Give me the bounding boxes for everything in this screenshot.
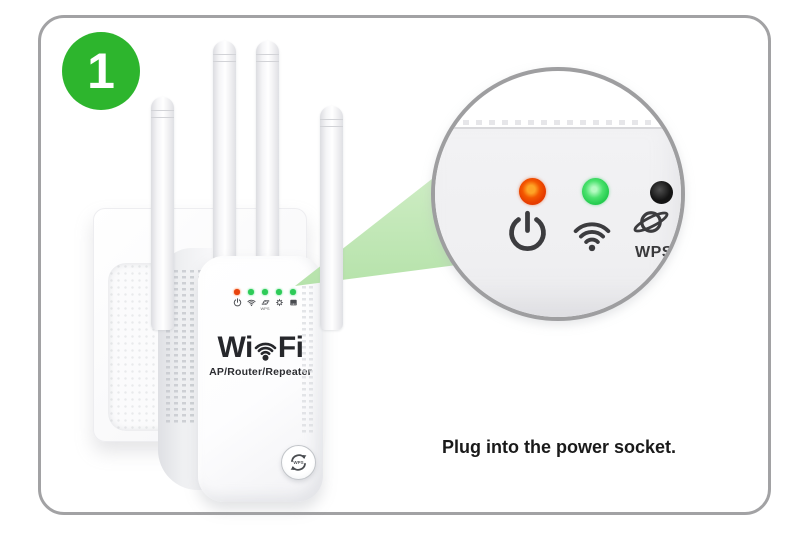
wps-led-dot xyxy=(262,289,268,295)
wps-button-label: WPS xyxy=(293,460,304,465)
antenna-left xyxy=(151,97,174,330)
led-power xyxy=(232,289,242,311)
wps-micro-label: WPS xyxy=(260,305,270,311)
power-led-dot xyxy=(234,289,240,295)
step-badge: 1 xyxy=(62,32,140,110)
wifi-icon xyxy=(567,218,617,252)
led-wifi xyxy=(246,289,256,311)
wifi-arcs-icon xyxy=(254,333,277,364)
wps-button: WPS xyxy=(281,445,316,480)
led-lan xyxy=(288,289,298,311)
antenna-mid-left xyxy=(213,41,236,275)
wifi-icon xyxy=(247,298,256,307)
wifi-logo-subtitle: AP/Router/Repeater xyxy=(209,366,312,378)
wifi-led-closeup xyxy=(582,178,609,205)
side-vent-strip xyxy=(302,286,316,436)
device-edge-ticks xyxy=(463,120,653,125)
antenna-ring xyxy=(320,119,343,127)
wifi-logo-prefix: Wi xyxy=(217,331,253,364)
led-internet xyxy=(274,289,284,311)
power-icon xyxy=(233,298,242,307)
wifi-led-dot xyxy=(248,289,254,295)
antenna-ring xyxy=(256,54,279,62)
step-number: 1 xyxy=(87,43,115,99)
led-panel: WPS xyxy=(232,289,298,311)
wifi-logo: Wi Fi AP/Router/Repeater xyxy=(198,331,323,379)
gear-icon xyxy=(275,298,284,307)
ethernet-icon xyxy=(289,298,298,307)
wps-label: WPS xyxy=(635,244,673,261)
wifi-logo-row: Wi Fi xyxy=(217,331,304,364)
wifi-logo-suffix: Fi xyxy=(277,331,304,364)
zoom-callout-circle: WPS xyxy=(431,67,685,321)
power-icon xyxy=(505,210,550,254)
internet-led-dot xyxy=(276,289,282,295)
lan-led-dot xyxy=(290,289,296,295)
antenna-right xyxy=(320,106,343,330)
led-wps: WPS xyxy=(260,289,270,311)
antenna-ring xyxy=(151,110,174,118)
planet-icon xyxy=(628,203,674,241)
antenna-mid-right xyxy=(256,41,279,275)
wps-led-closeup xyxy=(650,181,673,204)
power-led-closeup xyxy=(519,178,546,205)
card-frame xyxy=(38,15,771,515)
antenna-ring xyxy=(213,54,236,62)
instruction-caption: Plug into the power socket. xyxy=(441,437,677,457)
wifi-extender-front: WPS Wi Fi AP/Router/Repeater WPS xyxy=(198,256,323,502)
